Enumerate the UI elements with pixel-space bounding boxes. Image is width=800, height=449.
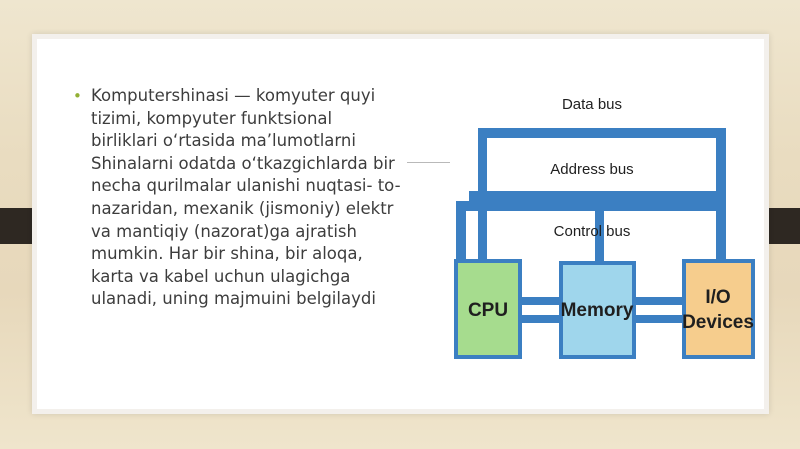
divider-line — [407, 162, 450, 163]
address-bus-label: Address bus — [550, 161, 633, 178]
slide-text-block: • Komputershinasi — komyuter quyi tizimi… — [73, 85, 435, 311]
slide-frame: • Komputershinasi — komyuter quyi tizimi… — [32, 34, 769, 414]
io-devices-box: I/O Devices — [682, 259, 755, 359]
control-bus-label: Control bus — [554, 223, 631, 240]
bullet-item: • Komputershinasi — komyuter quyi tizimi… — [73, 85, 435, 311]
devices-label: Devices — [682, 312, 754, 333]
bullet-text: Komputershinasi — komyuter quyi tizimi, … — [91, 86, 401, 309]
memory-label: Memory — [561, 300, 634, 321]
memory-box: Memory — [559, 261, 636, 359]
io-label: I/O — [705, 287, 730, 308]
interconnect-lines — [520, 297, 684, 323]
cpu-label: CPU — [468, 300, 508, 321]
data-bus-label: Data bus — [562, 96, 622, 113]
slide: • Komputershinasi — komyuter quyi tizimi… — [37, 39, 764, 409]
system-bus-diagram: Data bus Address bus Control bus CPU Mem… — [454, 96, 755, 359]
control-bus — [456, 201, 726, 261]
address-bus — [469, 191, 726, 263]
cpu-box: CPU — [454, 259, 522, 359]
bullet-icon: • — [73, 87, 82, 105]
